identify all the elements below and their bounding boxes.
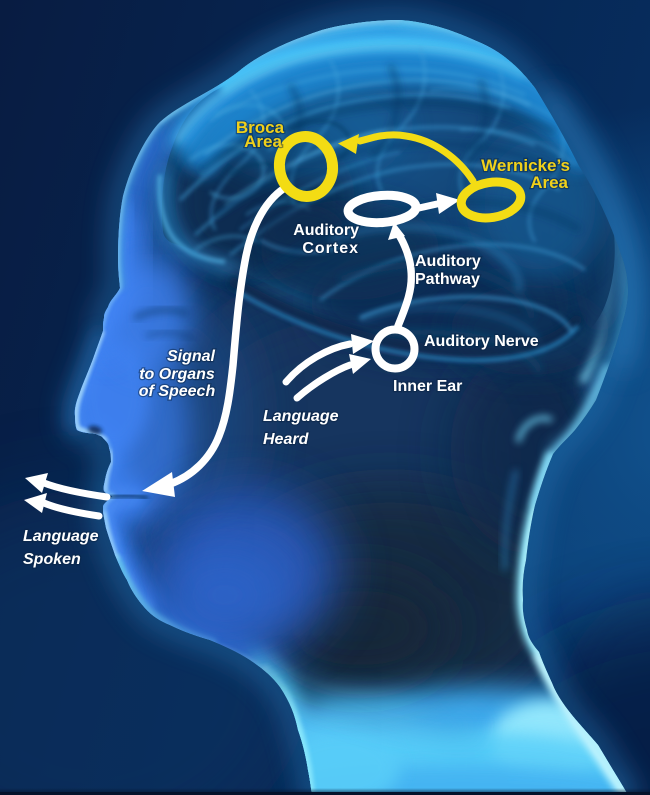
- svg-text:of Speech: of Speech: [139, 383, 216, 400]
- svg-text:Pathway: Pathway: [415, 271, 480, 288]
- svg-text:Signal: Signal: [167, 348, 216, 365]
- svg-text:Wernicke’s: Wernicke’s: [481, 156, 570, 175]
- svg-text:Cortex: Cortex: [302, 240, 359, 257]
- svg-text:Inner Ear: Inner Ear: [393, 378, 462, 395]
- svg-text:Broca: Broca: [236, 118, 285, 137]
- svg-text:Spoken: Spoken: [23, 551, 81, 568]
- svg-text:Auditory: Auditory: [415, 253, 481, 270]
- svg-text:Auditory: Auditory: [293, 222, 359, 239]
- svg-text:Heard: Heard: [263, 431, 310, 448]
- svg-text:Area: Area: [244, 132, 282, 151]
- svg-text:Language: Language: [263, 408, 339, 425]
- svg-text:Auditory Nerve: Auditory Nerve: [424, 333, 539, 350]
- svg-text:Language: Language: [23, 528, 99, 545]
- svg-text:to Organs: to Organs: [139, 366, 215, 383]
- svg-text:Area: Area: [530, 173, 568, 192]
